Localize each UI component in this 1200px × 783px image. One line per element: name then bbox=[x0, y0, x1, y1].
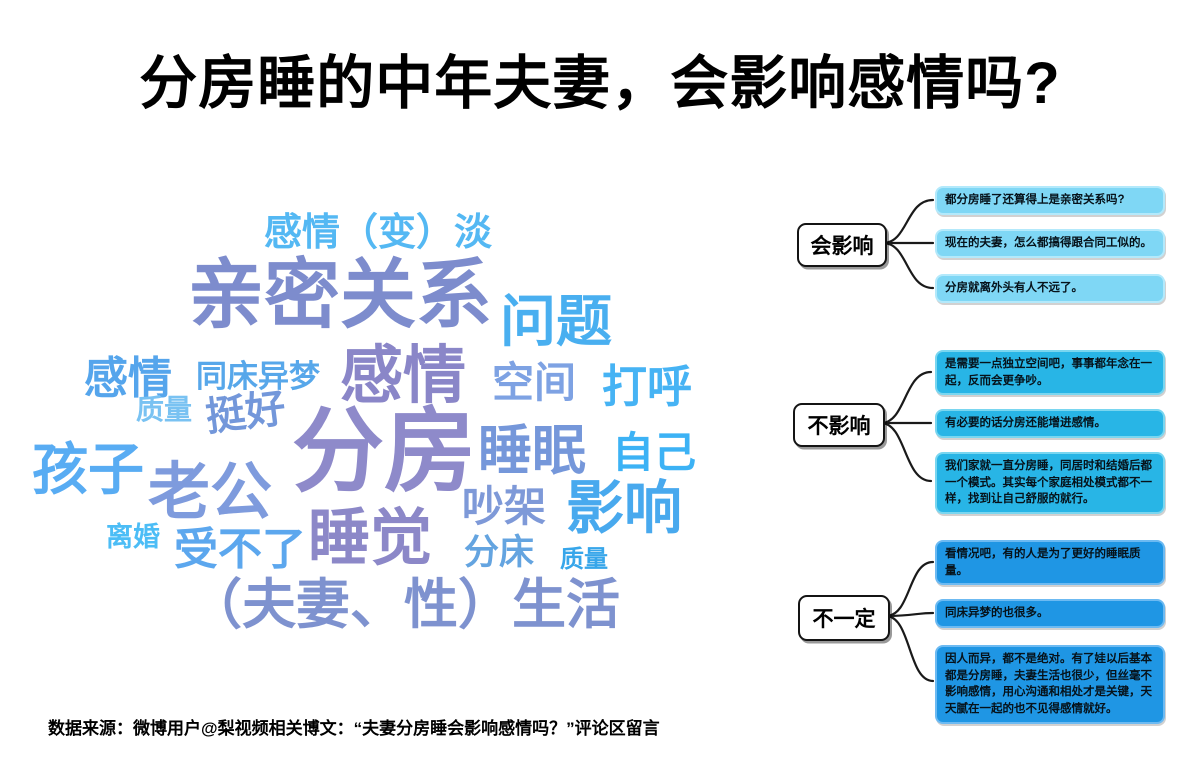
wordcloud-word: （夫妻、性）生活 bbox=[188, 575, 620, 635]
mindmap-node: 会影响 bbox=[797, 223, 887, 267]
wordcloud-word: 分房 bbox=[292, 401, 477, 503]
wordcloud-word: 打呼 bbox=[602, 361, 693, 412]
mindmap-node-label: 不影响 bbox=[807, 415, 871, 438]
wordcloud-word: 空间 bbox=[492, 359, 577, 406]
wordcloud-word: 自己 bbox=[612, 429, 697, 476]
comment-box: 有必要的话分房还能增进感情。 bbox=[935, 409, 1165, 438]
wordcloud: 感情（变）淡亲密关系问题感情同床异梦感情空间打呼质量挺好分房睡眠自己孩子老公吵架… bbox=[32, 212, 697, 635]
connector-path bbox=[879, 421, 933, 483]
wordcloud-word: 感情 bbox=[84, 354, 172, 403]
wordcloud-word: 分床 bbox=[464, 533, 535, 572]
wordcloud-word: 睡觉 bbox=[308, 504, 433, 573]
wordcloud-word: 感情（变）淡 bbox=[264, 212, 493, 254]
source-caption: 数据来源：微博用户@梨视频相关博文：“夫妻分房睡会影响感情吗？”评论区留言 bbox=[48, 719, 660, 738]
connector-path bbox=[884, 614, 935, 683]
mindmap-node-label: 会影响 bbox=[810, 235, 874, 258]
wordcloud-word: 质量 bbox=[560, 546, 608, 573]
connector-path bbox=[881, 241, 935, 290]
wordcloud-word: 质量 bbox=[136, 394, 193, 425]
mindmap-node-label: 不一定 bbox=[812, 608, 876, 631]
comment-box: 看情况吧，有的人是为了更好的睡眠质量。 bbox=[935, 540, 1165, 586]
wordcloud-word: 亲密关系 bbox=[188, 253, 492, 338]
comment-box: 现在的夫妻，怎么都搞得跟合同工似的。 bbox=[935, 229, 1165, 258]
page-title: 分房睡的中年夫妻，会影响感情吗? bbox=[139, 51, 1061, 116]
mindmap-node: 不一定 bbox=[798, 595, 890, 641]
connector-path bbox=[881, 198, 935, 245]
wordcloud-word: 离婚 bbox=[106, 522, 160, 552]
wordcloud-word: 老公 bbox=[148, 458, 273, 527]
wordcloud-word: 感情 bbox=[340, 341, 466, 411]
wordcloud-word: 问题 bbox=[500, 290, 612, 353]
connector-path bbox=[884, 611, 935, 618]
wordcloud-word: 睡眠 bbox=[478, 421, 586, 481]
comment-box: 我们家就一直分房睡，同居时和结婚后都一个模式。其实每个家庭相处模式都不一样，找到… bbox=[935, 452, 1165, 515]
wordcloud-word: 影响 bbox=[566, 476, 683, 541]
comment-box: 因人而异，都不是绝对。有了娃以后基本都是分房睡，夫妻生活也很少，但丝毫不影响感情… bbox=[935, 645, 1165, 724]
wordcloud-word: 挺好 bbox=[203, 386, 289, 440]
wordcloud-word: 吵架 bbox=[462, 483, 547, 530]
comment-box: 都分房睡了还算得上是亲密关系吗? bbox=[935, 186, 1165, 215]
comment-box: 同床异梦的也很多。 bbox=[935, 599, 1165, 628]
connector-path bbox=[884, 560, 935, 618]
comment-box: 是需要一点独立空间吧，事事都年念在一起，反而会更争吵。 bbox=[935, 350, 1165, 396]
wordcloud-word: 孩子 bbox=[32, 438, 144, 501]
wordcloud-word: 受不了 bbox=[174, 525, 306, 574]
wordcloud-word: 同床异梦 bbox=[196, 359, 320, 394]
comment-box: 分房就离外头有人不远了。 bbox=[935, 274, 1165, 303]
mindmap-node: 不影响 bbox=[793, 403, 885, 447]
connector-path bbox=[879, 370, 933, 425]
